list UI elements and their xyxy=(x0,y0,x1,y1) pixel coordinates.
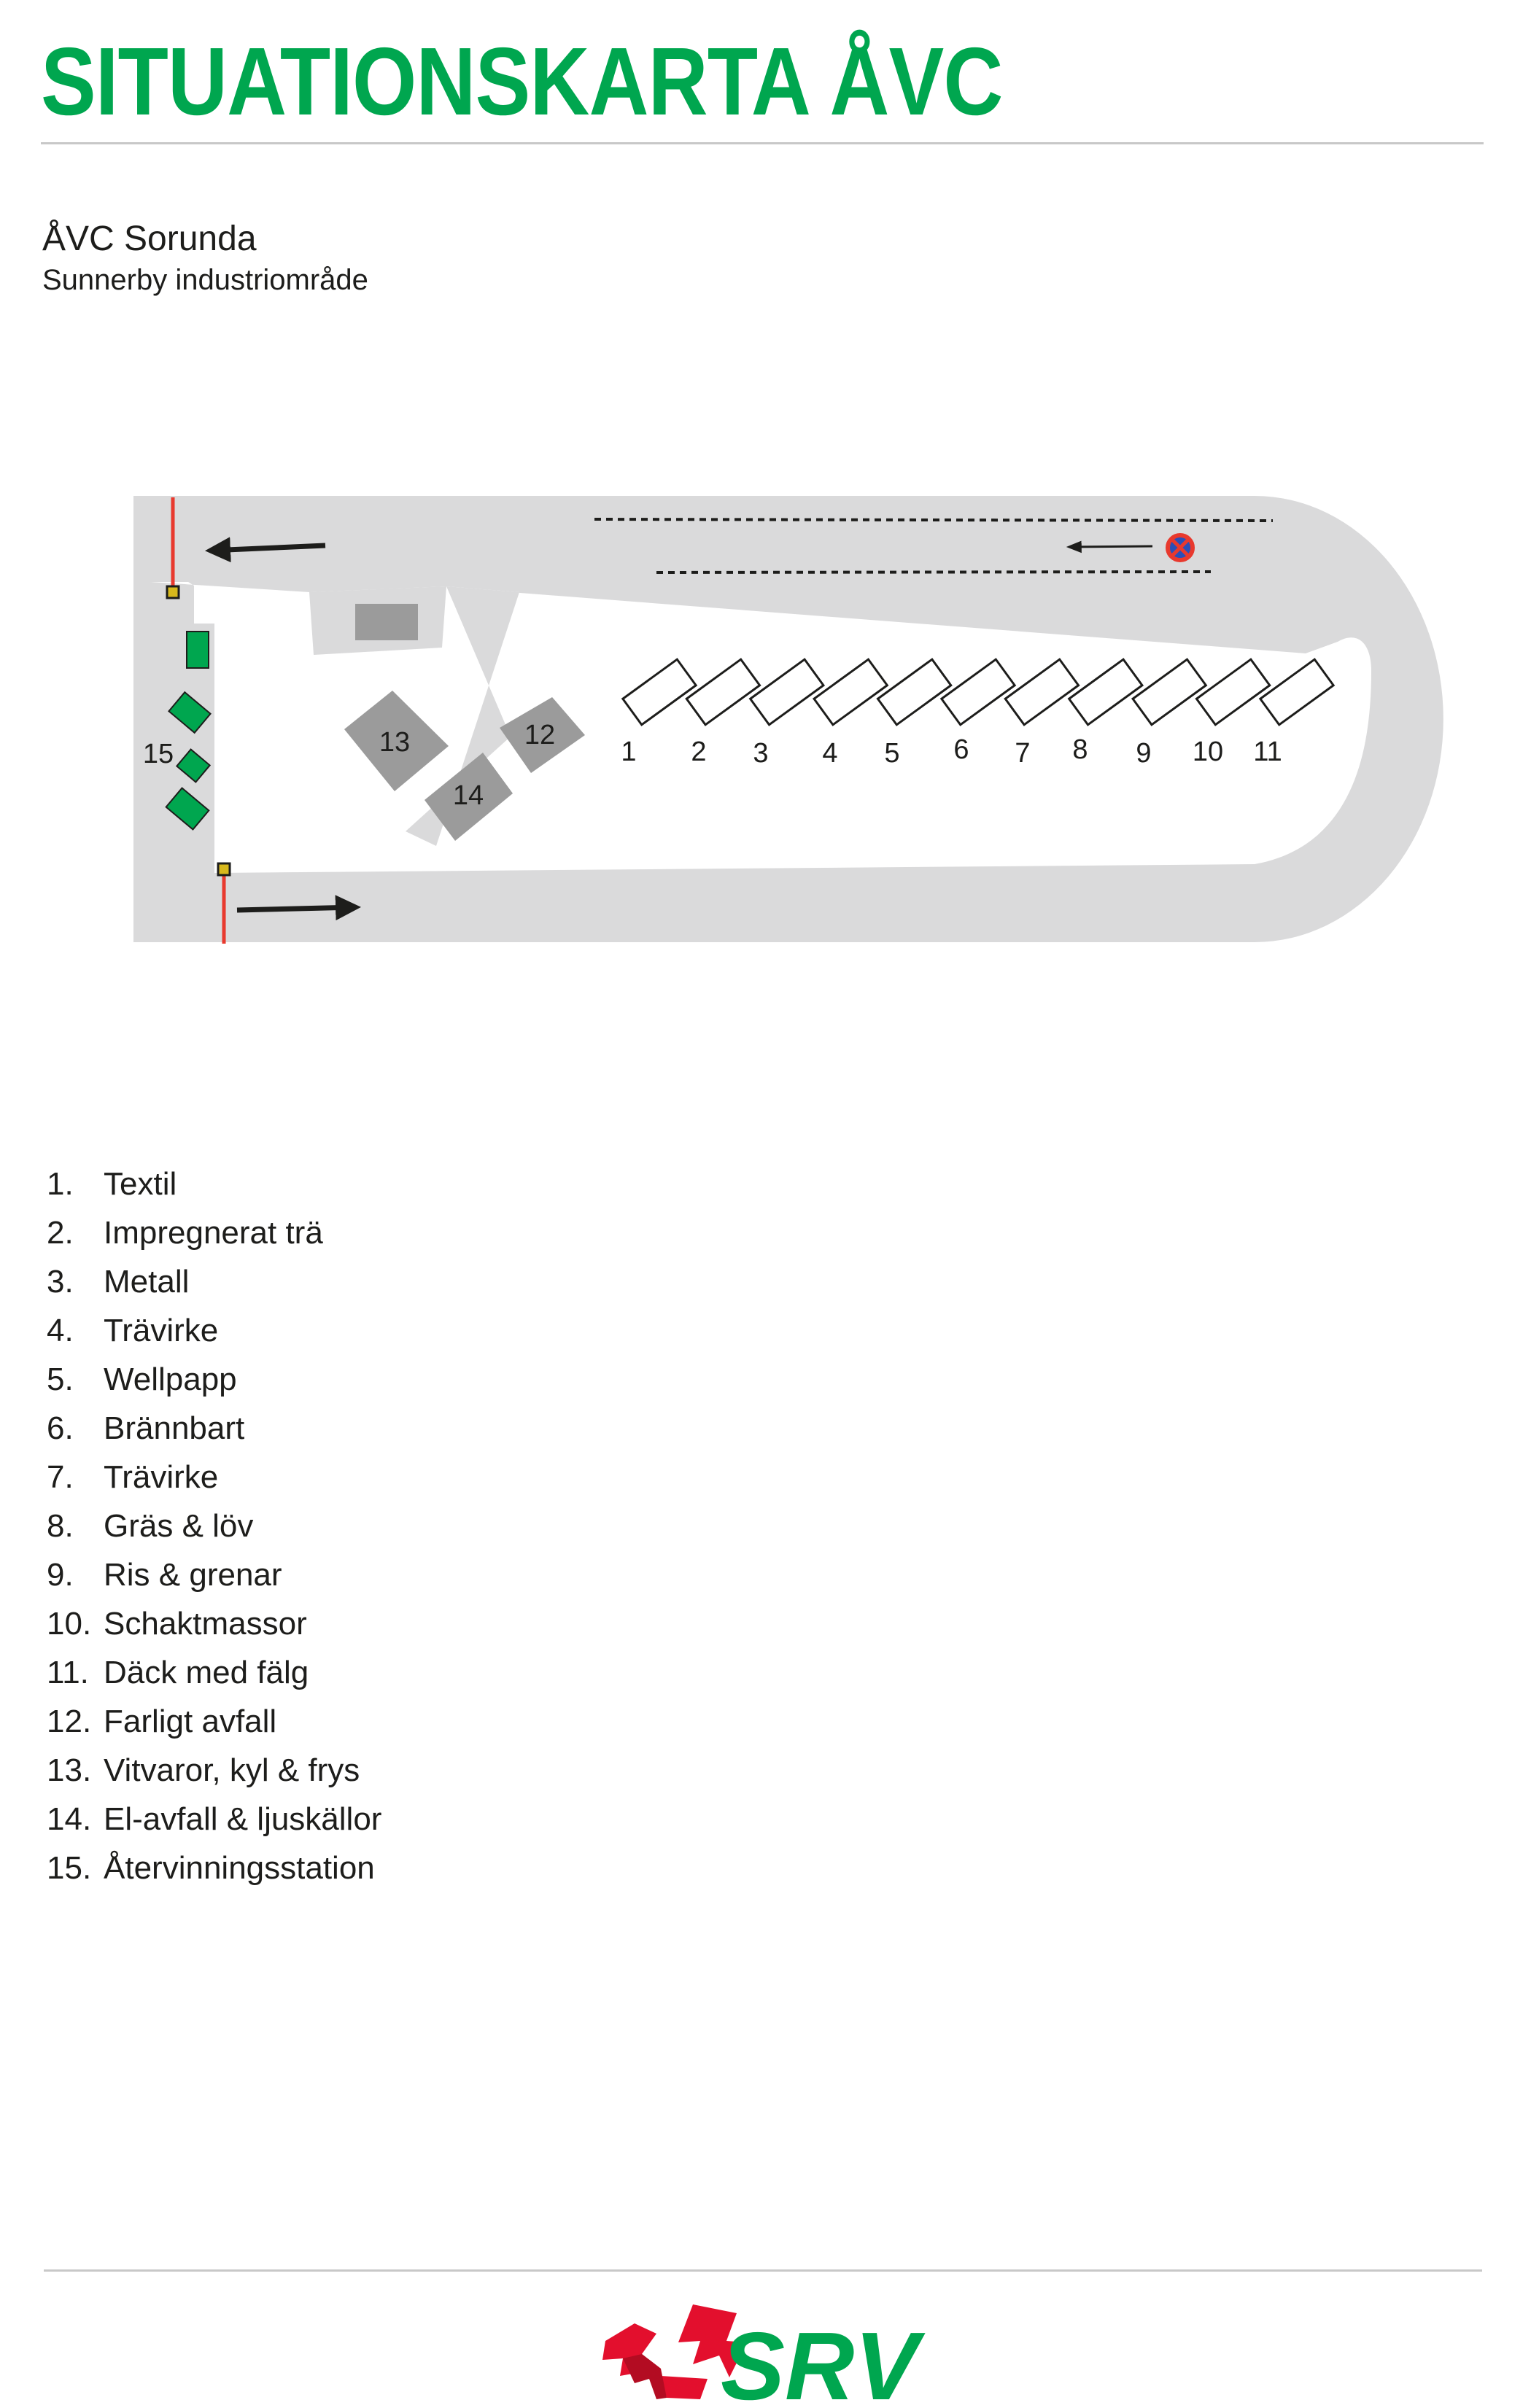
no-parking-sign-icon xyxy=(1166,533,1195,562)
legend-number: 15. xyxy=(47,1849,92,1886)
diagonal-road xyxy=(406,586,519,846)
map-label-6: 6 xyxy=(953,734,969,765)
legend-number: 12. xyxy=(47,1703,92,1739)
legend-number: 3. xyxy=(47,1263,74,1300)
map-label-3: 3 xyxy=(753,738,768,769)
arrow-right-icon xyxy=(236,895,361,921)
arrow-left-icon xyxy=(1066,540,1153,554)
site-name: ÅVC Sorunda xyxy=(42,220,257,258)
legend-item: 6. Brännbart xyxy=(47,1404,381,1453)
legend-number: 14. xyxy=(47,1801,92,1837)
map-label-7: 7 xyxy=(1015,738,1030,769)
building-13 xyxy=(344,691,449,791)
arrow-left-icon xyxy=(205,537,326,563)
recycle-icon xyxy=(602,2304,747,2399)
legend-number: 8. xyxy=(47,1507,74,1544)
legend-label: Ris & grenar xyxy=(104,1556,282,1593)
container-6 xyxy=(939,658,1017,726)
legend-item: 15. Återvinningsstation xyxy=(47,1844,381,1892)
legend-number: 10. xyxy=(47,1605,92,1642)
map-label-11: 11 xyxy=(1253,737,1282,767)
legend-number: 6. xyxy=(47,1410,74,1446)
legend-label: Impregnerat trä xyxy=(104,1214,323,1251)
legend-item: 2. Impregnerat trä xyxy=(47,1208,381,1257)
container-7 xyxy=(1004,658,1080,726)
legend-item: 4. Trävirke xyxy=(47,1306,381,1355)
map-label-13: 13 xyxy=(379,727,410,758)
legend-label: Wellpapp xyxy=(104,1361,237,1397)
container-5 xyxy=(876,658,953,726)
map-label-4: 4 xyxy=(822,738,837,769)
legend-number: 1. xyxy=(47,1165,74,1202)
container-icon xyxy=(168,691,212,734)
legend-number: 2. xyxy=(47,1214,74,1251)
lane-line-upper xyxy=(594,518,1274,522)
map-label-14: 14 xyxy=(453,780,484,811)
barrier-icon xyxy=(166,497,180,599)
container-1 xyxy=(621,658,698,726)
site-location: Sunnerby industriområde xyxy=(42,264,368,296)
map-label-15: 15 xyxy=(143,739,174,769)
legend-label: Textil xyxy=(104,1165,177,1202)
map-label-1: 1 xyxy=(621,737,636,767)
legend-list: 1. Textil 2. Impregnerat trä 3. Metall 4. Tr… xyxy=(47,1160,381,1892)
legend-label: Gräs & löv xyxy=(104,1507,254,1544)
legend-item: 10. Schaktmassor xyxy=(47,1599,381,1648)
logo-wordmark: SRV xyxy=(721,2312,926,2407)
container-2 xyxy=(685,658,761,726)
map-label-9: 9 xyxy=(1136,738,1151,769)
container-4 xyxy=(812,658,889,726)
map-label-5: 5 xyxy=(884,738,899,769)
legend-label: Däck med fälg xyxy=(104,1654,309,1690)
legend-item: 5. Wellpapp xyxy=(47,1355,381,1404)
legend-number: 13. xyxy=(47,1752,92,1788)
map-label-12: 12 xyxy=(524,720,555,750)
legend-number: 7. xyxy=(47,1459,74,1495)
site-map: 1 2 3 4 5 6 7 8 9 10 11 12 13 14 15 xyxy=(133,496,1443,944)
building xyxy=(355,604,418,640)
container-3 xyxy=(748,658,826,726)
srv-logo: SRV xyxy=(602,2304,926,2407)
legend-label: Trävirke xyxy=(104,1312,219,1348)
legend-label: Trävirke xyxy=(104,1459,219,1495)
container-icon xyxy=(175,748,212,783)
legend-label: Metall xyxy=(104,1263,190,1300)
building-12 xyxy=(500,697,585,773)
legend-item: 3. Metall xyxy=(47,1257,381,1306)
legend-number: 9. xyxy=(47,1556,74,1593)
page-title: SITUATIONSKARTA ÅVC xyxy=(41,28,1003,135)
map-label-8: 8 xyxy=(1072,734,1088,765)
legend-number: 4. xyxy=(47,1312,74,1348)
legend-label: Vitvaror, kyl & frys xyxy=(104,1752,360,1788)
barrier-icon xyxy=(217,862,231,944)
container-11 xyxy=(1258,658,1336,726)
legend-number: 5. xyxy=(47,1361,74,1397)
container-8 xyxy=(1067,658,1144,726)
legend-item: 1. Textil xyxy=(47,1160,381,1208)
legend-label: Farligt avfall xyxy=(104,1703,277,1739)
legend-item: 7. Trävirke xyxy=(47,1453,381,1502)
legend-item: 14. El-avfall & ljuskällor xyxy=(47,1795,381,1844)
legend-item: 8. Gräs & löv xyxy=(47,1502,381,1550)
container-icon xyxy=(165,787,210,831)
legend-label: Brännbart xyxy=(104,1410,245,1446)
legend-label: Återvinningsstation xyxy=(104,1849,375,1886)
container-9 xyxy=(1131,658,1208,726)
legend-item: 11. Däck med fälg xyxy=(47,1648,381,1697)
map-label-10: 10 xyxy=(1193,737,1223,767)
footer-divider xyxy=(44,2269,1482,2272)
map-label-2: 2 xyxy=(691,737,706,767)
legend-item: 12. Farligt avfall xyxy=(47,1697,381,1746)
container-icon xyxy=(186,631,209,669)
header-divider xyxy=(41,142,1484,144)
legend-label: Schaktmassor xyxy=(104,1605,307,1642)
legend-item: 13. Vitvaror, kyl & frys xyxy=(47,1746,381,1795)
legend-number: 11. xyxy=(47,1654,89,1690)
container-10 xyxy=(1195,658,1271,726)
legend-label: El-avfall & ljuskällor xyxy=(104,1801,382,1837)
building-14 xyxy=(425,753,513,841)
legend-item: 9. Ris & grenar xyxy=(47,1550,381,1599)
